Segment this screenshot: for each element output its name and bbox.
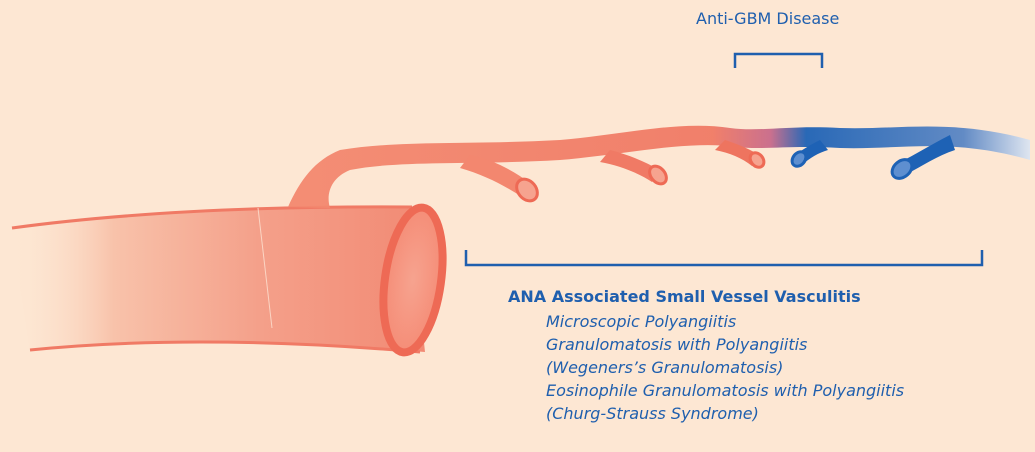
list-item: Eosinophile Granulomatosis with Polyangi… xyxy=(546,379,904,402)
anti-gbm-label: Anti-GBM Disease xyxy=(696,9,839,28)
small-vessel-branches xyxy=(288,126,1030,208)
anca-bracket xyxy=(466,250,982,265)
list-item: Granulomatosis with Polyangiitis xyxy=(546,333,904,356)
list-item: (Wegeners’s Granulomatosis) xyxy=(546,356,904,379)
anca-disease-list: Microscopic Polyangiitis Granulomatosis … xyxy=(546,310,904,425)
list-item: (Churg-Strauss Syndrome) xyxy=(546,402,904,425)
list-item: Microscopic Polyangiitis xyxy=(546,310,904,333)
anca-title: ANA Associated Small Vessel Vasculitis xyxy=(508,287,861,306)
anti-gbm-bracket xyxy=(735,54,822,68)
large-vessel xyxy=(10,204,451,356)
